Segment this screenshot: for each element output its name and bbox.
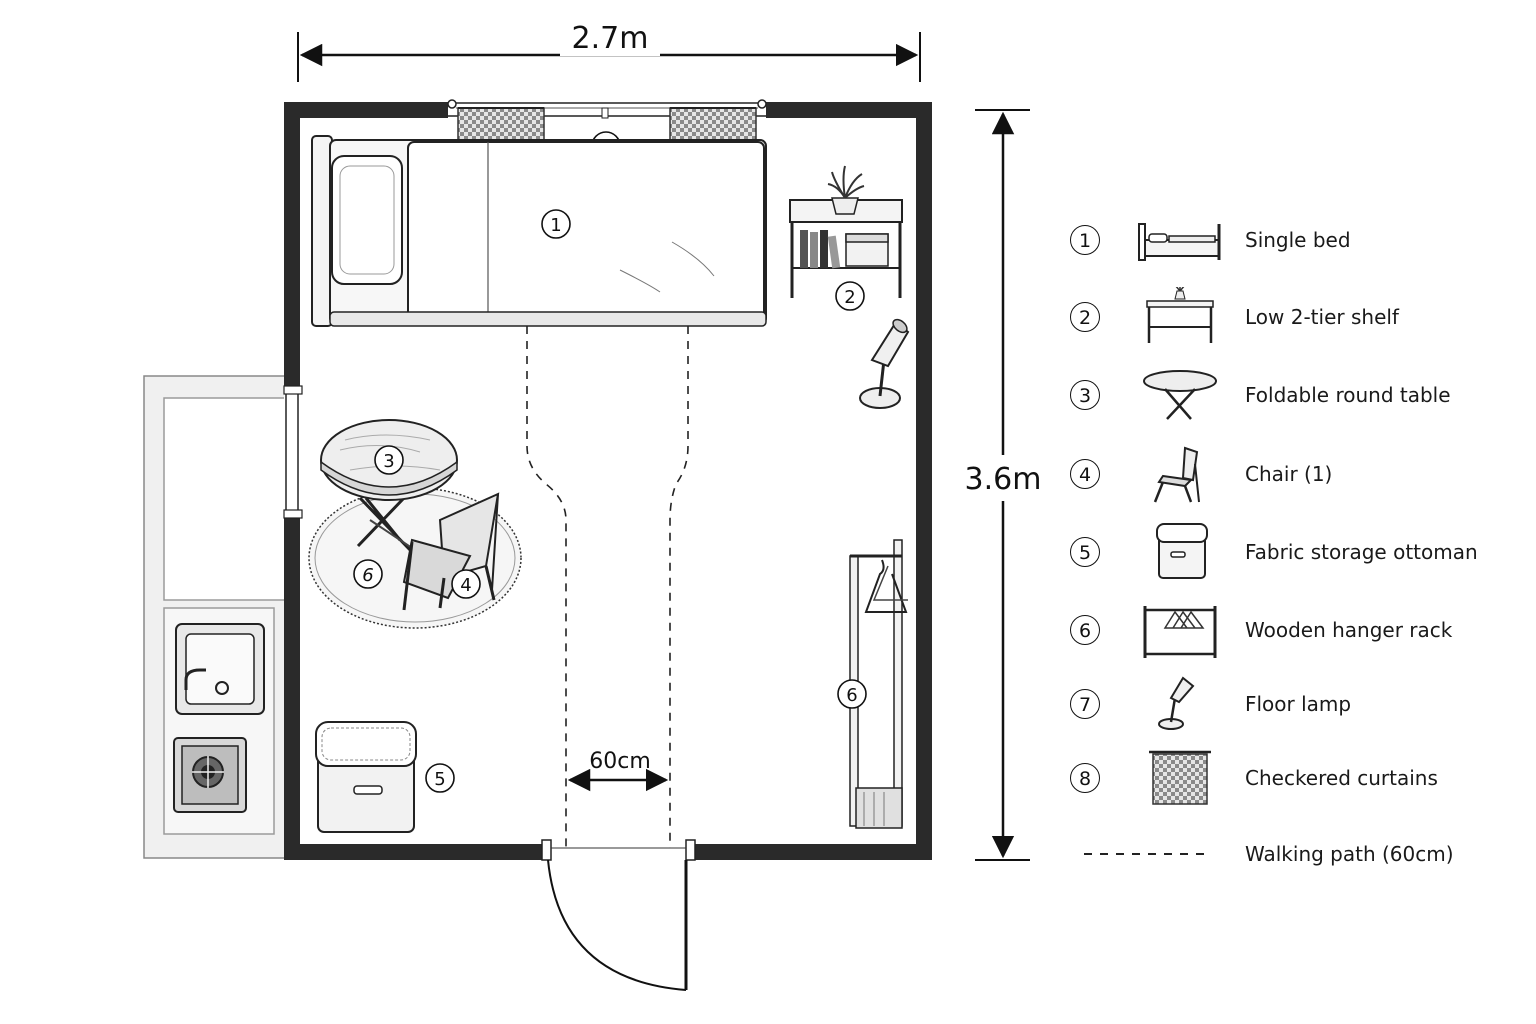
height-dimension-label: 3.6m xyxy=(965,462,1042,497)
label-4-chair: 4 xyxy=(451,569,481,599)
gas-stove xyxy=(173,737,247,813)
round-table-icon xyxy=(1143,370,1217,420)
legend-number: 1 xyxy=(1070,225,1100,255)
svg-text:6: 6 xyxy=(362,565,373,586)
checkered-curtains xyxy=(457,107,757,141)
legend-item-single-bed: 1 Single bed xyxy=(1060,210,1530,270)
legend-label: Low 2-tier shelf xyxy=(1245,305,1399,329)
legend-label: Checkered curtains xyxy=(1245,766,1438,790)
legend-number: 2 xyxy=(1070,302,1100,332)
floor-lamp-icon xyxy=(1158,676,1195,730)
legend-item-low-shelf: 2 Low 2-tier shelf xyxy=(1060,287,1530,347)
legend-number: 5 xyxy=(1070,537,1100,567)
legend-item-round-table: 3 Foldable round table xyxy=(1060,365,1530,425)
legend-number: 6 xyxy=(1070,615,1100,645)
label-6-rug: 6 xyxy=(353,559,383,589)
entry-door[interactable] xyxy=(547,859,688,991)
low-shelf-icon xyxy=(1146,287,1214,343)
height-dimension: 3.6m xyxy=(955,109,1055,861)
legend-item-hanger-rack: 6 Wooden hanger rack xyxy=(1060,600,1530,660)
width-dimension: 2.7m xyxy=(297,20,921,82)
legend-number: 8 xyxy=(1070,763,1100,793)
path-width-label: 60cm xyxy=(589,749,651,774)
label-3-table: 3 xyxy=(374,445,404,475)
sink xyxy=(175,623,265,715)
legend-label: Wooden hanger rack xyxy=(1245,618,1453,642)
label-1-bed: 1 xyxy=(541,209,571,239)
svg-text:1: 1 xyxy=(550,215,561,236)
svg-text:5: 5 xyxy=(434,769,445,790)
label-6-rack: 6 xyxy=(837,679,867,709)
legend-item-ottoman: 5 Fabric storage ottoman xyxy=(1060,522,1530,582)
low-shelf xyxy=(789,165,903,298)
legend-item-chair: 4 Chair (1) xyxy=(1060,444,1530,504)
kitchenette xyxy=(143,375,287,859)
svg-text:2: 2 xyxy=(844,287,855,308)
svg-text:4: 4 xyxy=(460,575,471,596)
legend-label: Chair (1) xyxy=(1245,462,1333,486)
legend-number: 3 xyxy=(1070,380,1100,410)
label-2-shelf: 2 xyxy=(835,281,865,311)
checkered-curtains-icon xyxy=(1149,750,1211,805)
legend-number: 7 xyxy=(1070,689,1100,719)
legend-label: Floor lamp xyxy=(1245,692,1352,716)
legend-item-walking-path: Walking path (60cm) xyxy=(1060,824,1530,884)
hanger-rack-icon xyxy=(1143,606,1217,658)
svg-text:6: 6 xyxy=(846,685,857,706)
legend-label: Single bed xyxy=(1245,228,1351,252)
legend-item-checkered-curtains: 8 Checkered curtains xyxy=(1060,748,1530,808)
walking-path: 60cm xyxy=(526,326,689,848)
width-dimension-label: 2.7m xyxy=(572,21,649,56)
folding-chair xyxy=(402,492,500,611)
chair-icon xyxy=(1153,446,1200,503)
legend-label: Foldable round table xyxy=(1245,383,1451,407)
label-5-ottoman: 5 xyxy=(425,763,455,793)
legend-label: Walking path (60cm) xyxy=(1245,842,1454,866)
legend-label: Fabric storage ottoman xyxy=(1245,540,1478,564)
legend: 1 Single bed 2 Low 2-tier shelf 3 Foldab… xyxy=(1060,0,1530,1024)
legend-item-floor-lamp: 7 Floor lamp xyxy=(1060,674,1530,734)
floor-lamp xyxy=(859,318,910,409)
ottoman-icon xyxy=(1156,523,1208,579)
single-bed-icon xyxy=(1138,223,1221,261)
dashed-line-icon xyxy=(1084,853,1206,855)
single-bed xyxy=(311,135,767,327)
svg-text:3: 3 xyxy=(383,451,394,472)
legend-number: 4 xyxy=(1070,459,1100,489)
storage-ottoman xyxy=(315,721,417,833)
